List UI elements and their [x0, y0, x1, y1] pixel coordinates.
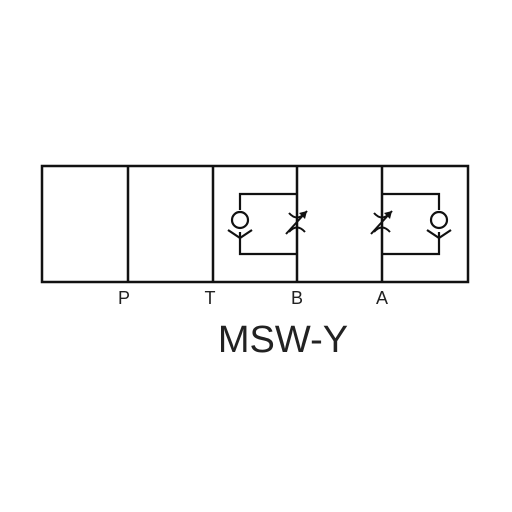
valve-frame	[40, 164, 470, 284]
port-label-t: T	[205, 288, 216, 308]
port-label-p: P	[118, 288, 130, 308]
port-label-a: A	[376, 288, 388, 308]
check-valve-icon	[426, 210, 452, 239]
check-throttle-module-a	[370, 192, 452, 256]
check-throttle-module-b	[227, 192, 308, 256]
check-valve-icon	[227, 210, 253, 239]
adjustable-throttle-icon	[370, 210, 393, 235]
port-label-b: B	[291, 288, 303, 308]
model-label: MSW-Y	[218, 319, 348, 361]
bypass-line	[382, 192, 441, 256]
bypass-line	[238, 192, 297, 256]
adjustable-throttle-icon	[285, 210, 308, 235]
